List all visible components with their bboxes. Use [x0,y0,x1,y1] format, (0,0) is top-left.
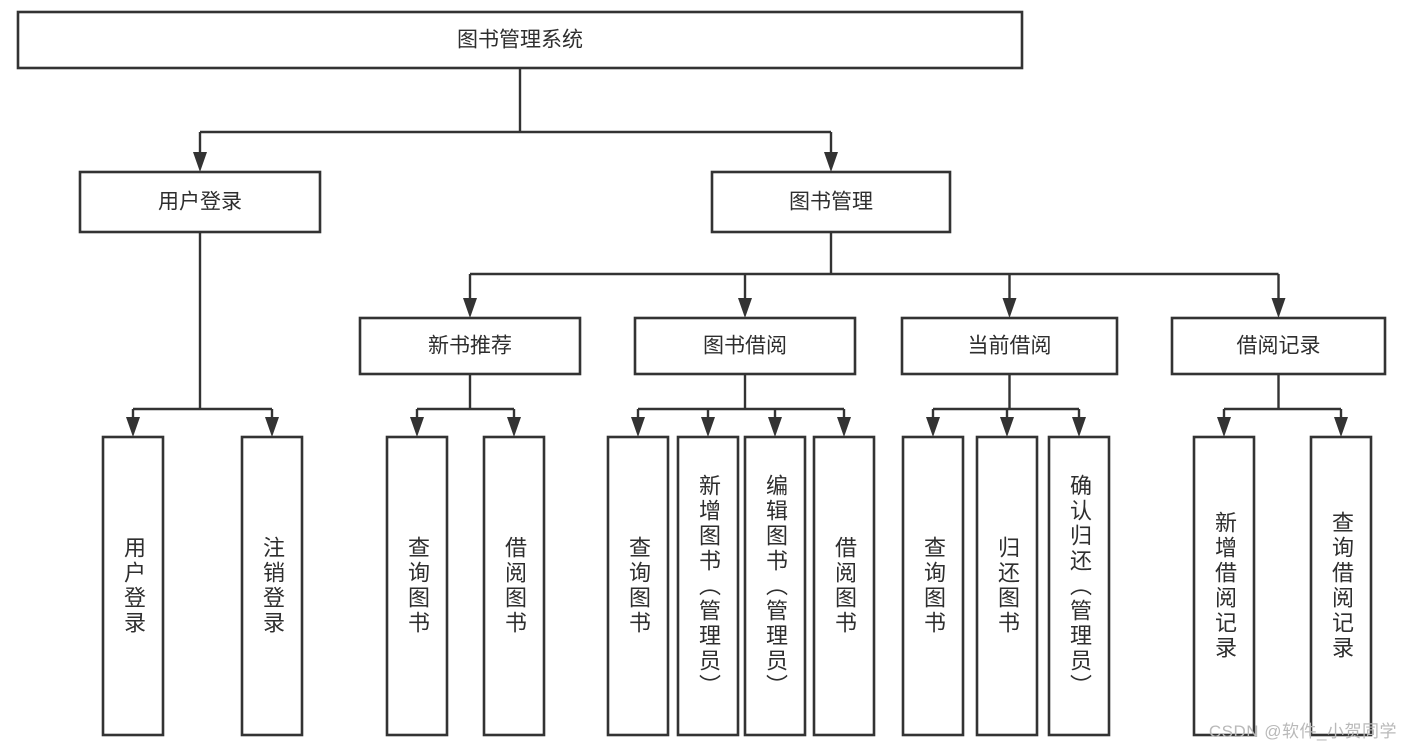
node-box-leaf-10[interactable] [1047,435,1111,737]
node-label-leaf-7: 借阅图书 [831,536,857,636]
node-box-leaf-9[interactable] [975,435,1039,737]
node-box-leaf-2[interactable] [385,435,449,737]
node-label-leaf-2: 查询图书 [404,536,430,636]
connectors-layer [126,68,1348,437]
node-box-leaf-0[interactable] [101,435,165,737]
arrow-head-icon [701,417,715,437]
node-box-leaf-4[interactable] [606,435,670,737]
arrow-head-icon [926,417,940,437]
node-box-level3-0[interactable] [358,316,582,376]
node-label-level3-0: 新书推荐 [428,335,512,358]
node-label-level3-1: 图书借阅 [703,335,787,358]
node-label-level2-1: 图书管理 [789,191,873,214]
arrow-head-icon [507,417,521,437]
node-label-leaf-3: 借阅图书 [501,536,527,636]
node-box-root[interactable] [16,10,1024,70]
boxes-layer [16,10,1387,737]
arrow-head-icon [768,417,782,437]
node-box-level2-0[interactable] [78,170,322,234]
node-label-leaf-5: 新增图书（管理员） [695,473,721,699]
arrow-head-icon [631,417,645,437]
arrow-head-icon [410,417,424,437]
node-label-leaf-4: 查询图书 [625,536,651,636]
node-box-level3-3[interactable] [1170,316,1387,376]
node-label-leaf-1: 注销登录 [259,536,285,636]
node-label-level3-3: 借阅记录 [1237,335,1321,358]
node-label-leaf-9: 归还图书 [994,536,1020,636]
node-label-leaf-6: 编辑图书（管理员） [762,473,788,699]
arrow-head-icon [1334,417,1348,437]
node-box-leaf-8[interactable] [901,435,965,737]
node-label-level3-2: 当前借阅 [968,335,1052,358]
node-box-leaf-12[interactable] [1309,435,1373,737]
arrow-head-icon [265,417,279,437]
node-box-leaf-1[interactable] [240,435,304,737]
node-label-leaf-11: 新增借阅记录 [1211,511,1237,661]
node-box-leaf-3[interactable] [482,435,546,737]
node-label-leaf-10: 确认归还（管理员） [1066,473,1092,699]
node-label-level2-0: 用户登录 [158,191,242,214]
arrow-head-icon [463,298,477,318]
arrow-head-icon [1002,298,1017,318]
node-box-leaf-5[interactable] [676,435,740,737]
arrow-head-icon [1000,417,1014,437]
arrow-head-icon [1217,417,1231,437]
node-box-level3-1[interactable] [633,316,857,376]
node-label-leaf-0: 用户登录 [120,536,146,636]
arrow-head-icon [824,152,838,172]
node-box-level3-2[interactable] [900,316,1119,376]
node-box-leaf-11[interactable] [1192,435,1256,737]
arrow-head-icon [193,152,207,172]
node-box-leaf-6[interactable] [743,435,807,737]
arrow-head-icon [1271,298,1286,318]
node-label-leaf-8: 查询图书 [920,536,946,636]
arrow-head-icon [837,417,851,437]
csdn-watermark: CSDN @软件_小贺同学 [1208,722,1397,741]
node-box-level2-1[interactable] [710,170,952,234]
arrow-head-icon [1072,417,1086,437]
node-label-root: 图书管理系统 [457,29,583,52]
node-box-leaf-7[interactable] [812,435,876,737]
arrow-head-icon [738,298,752,318]
arrow-head-icon [126,417,140,437]
node-label-leaf-12: 查询借阅记录 [1328,511,1354,661]
